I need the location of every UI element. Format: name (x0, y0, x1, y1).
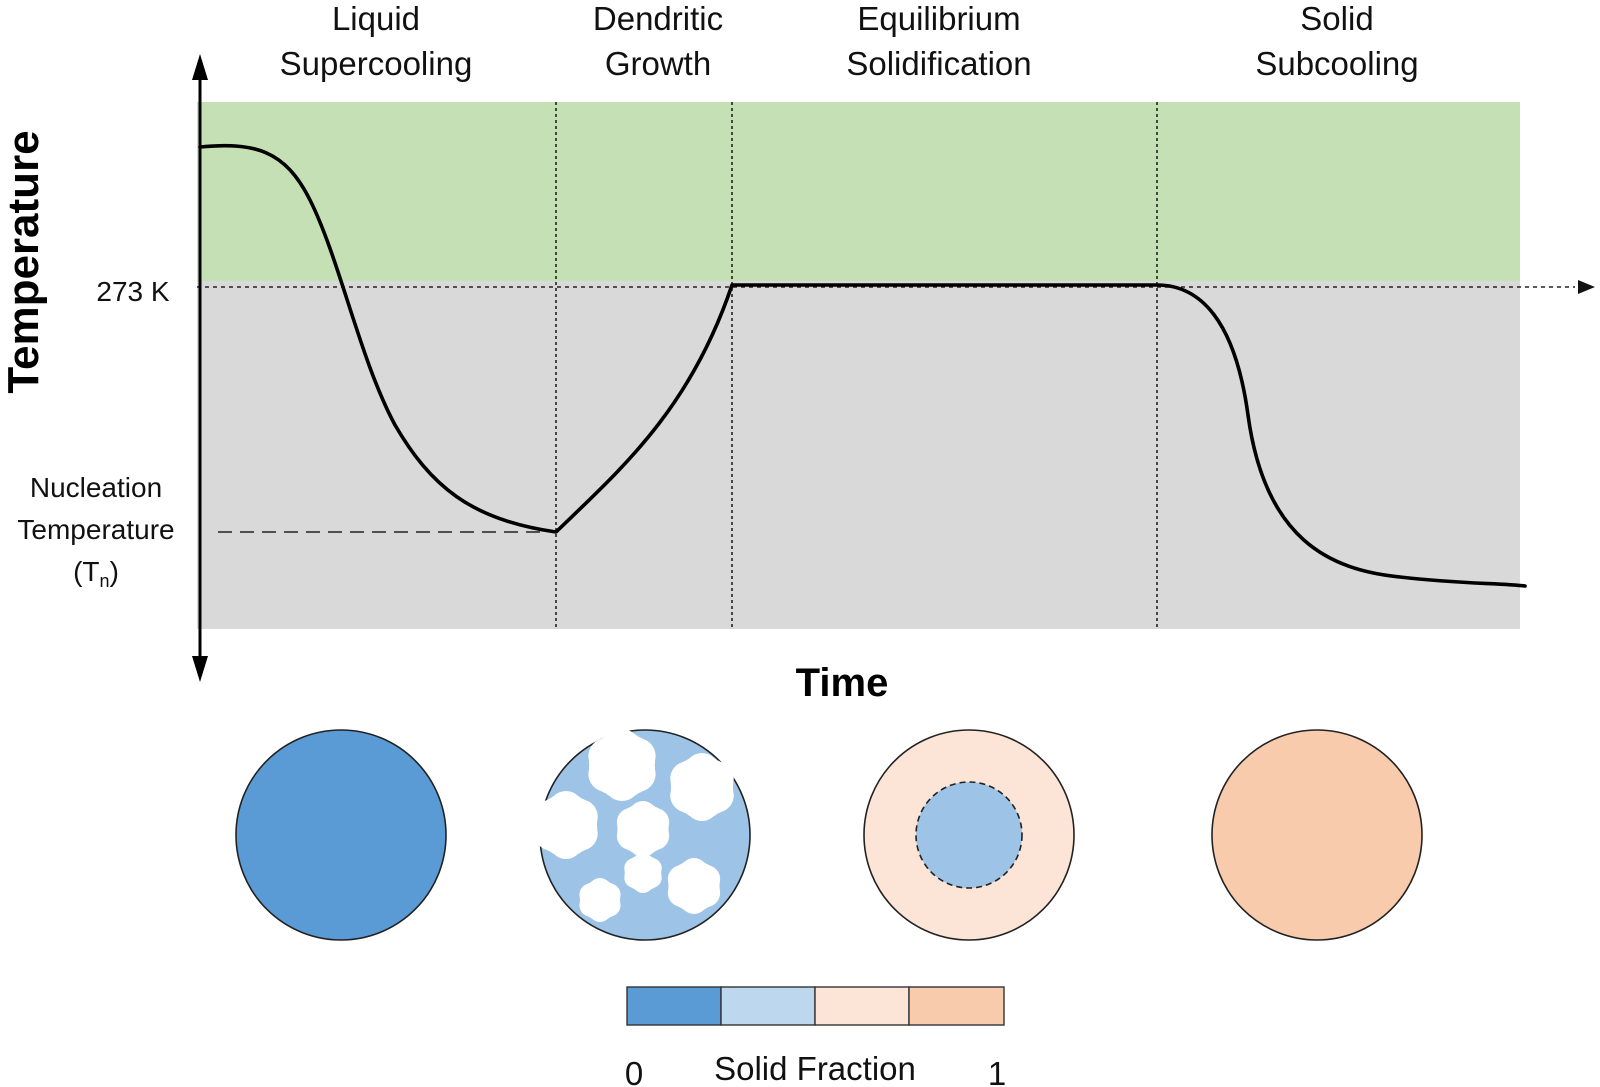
y-axis-arrow-down (192, 656, 208, 682)
phase-label-equilibrium-solidification-line2: Solidification (846, 45, 1031, 82)
droplet-solid (1211, 729, 1423, 941)
legend-swatch (720, 986, 816, 1026)
droplet-equilibrium-core (915, 781, 1023, 889)
x-axis-title: Time (796, 661, 889, 705)
phase-label-equilibrium-solidification: Equilibrium (857, 0, 1020, 37)
phase-label-dendritic-growth: Dendritic (593, 0, 723, 37)
cooling-curve (198, 143, 1527, 588)
phase-label-solid-subcooling-line2: Subcooling (1255, 45, 1418, 82)
droplet-liquid (235, 729, 447, 941)
freezing-point-arrowhead (1578, 280, 1595, 294)
nucleation-label-open: (T (73, 556, 99, 587)
legend-swatch (814, 986, 910, 1026)
solid-region (197, 281, 1520, 629)
legend-min-label: 0 (625, 1055, 643, 1087)
nucleation-label-line3: (Tn) (73, 556, 119, 591)
snowflake-icon (549, 808, 583, 842)
phase-label-dendritic-growth-line2: Growth (605, 45, 711, 82)
nucleation-label-subscript: n (100, 571, 110, 591)
phase-label-liquid-supercooling: Liquid (332, 0, 420, 37)
phase-label-solid-subcooling: Solid (1300, 0, 1373, 37)
snowflake-icon (589, 889, 611, 911)
snowflake-icon (629, 815, 657, 843)
phase-label-liquid-supercooling-line2: Supercooling (280, 45, 473, 82)
liquid-region (197, 102, 1520, 281)
nucleation-label-line2: Temperature (17, 514, 174, 545)
snowflake-icon (633, 863, 653, 883)
freezing-point-label: 273 K (96, 276, 169, 307)
nucleation-label-line1: Nucleation (30, 472, 162, 503)
y-axis-title: Temperature (0, 130, 48, 393)
legend-title: Solid Fraction (714, 1050, 916, 1087)
solid-fraction-legend: 0 Solid Fraction 1 (625, 986, 1006, 1087)
legend-max-label: 1 (988, 1055, 1006, 1087)
nucleation-label-close: ) (110, 556, 119, 587)
y-axis-arrow-up (192, 54, 208, 80)
snowflake-icon (604, 747, 640, 783)
legend-swatch (908, 986, 1005, 1026)
legend-swatch (626, 986, 722, 1026)
snowflake-icon (685, 770, 719, 804)
snowflake-icon (680, 872, 708, 900)
phase-separators (555, 102, 1158, 629)
